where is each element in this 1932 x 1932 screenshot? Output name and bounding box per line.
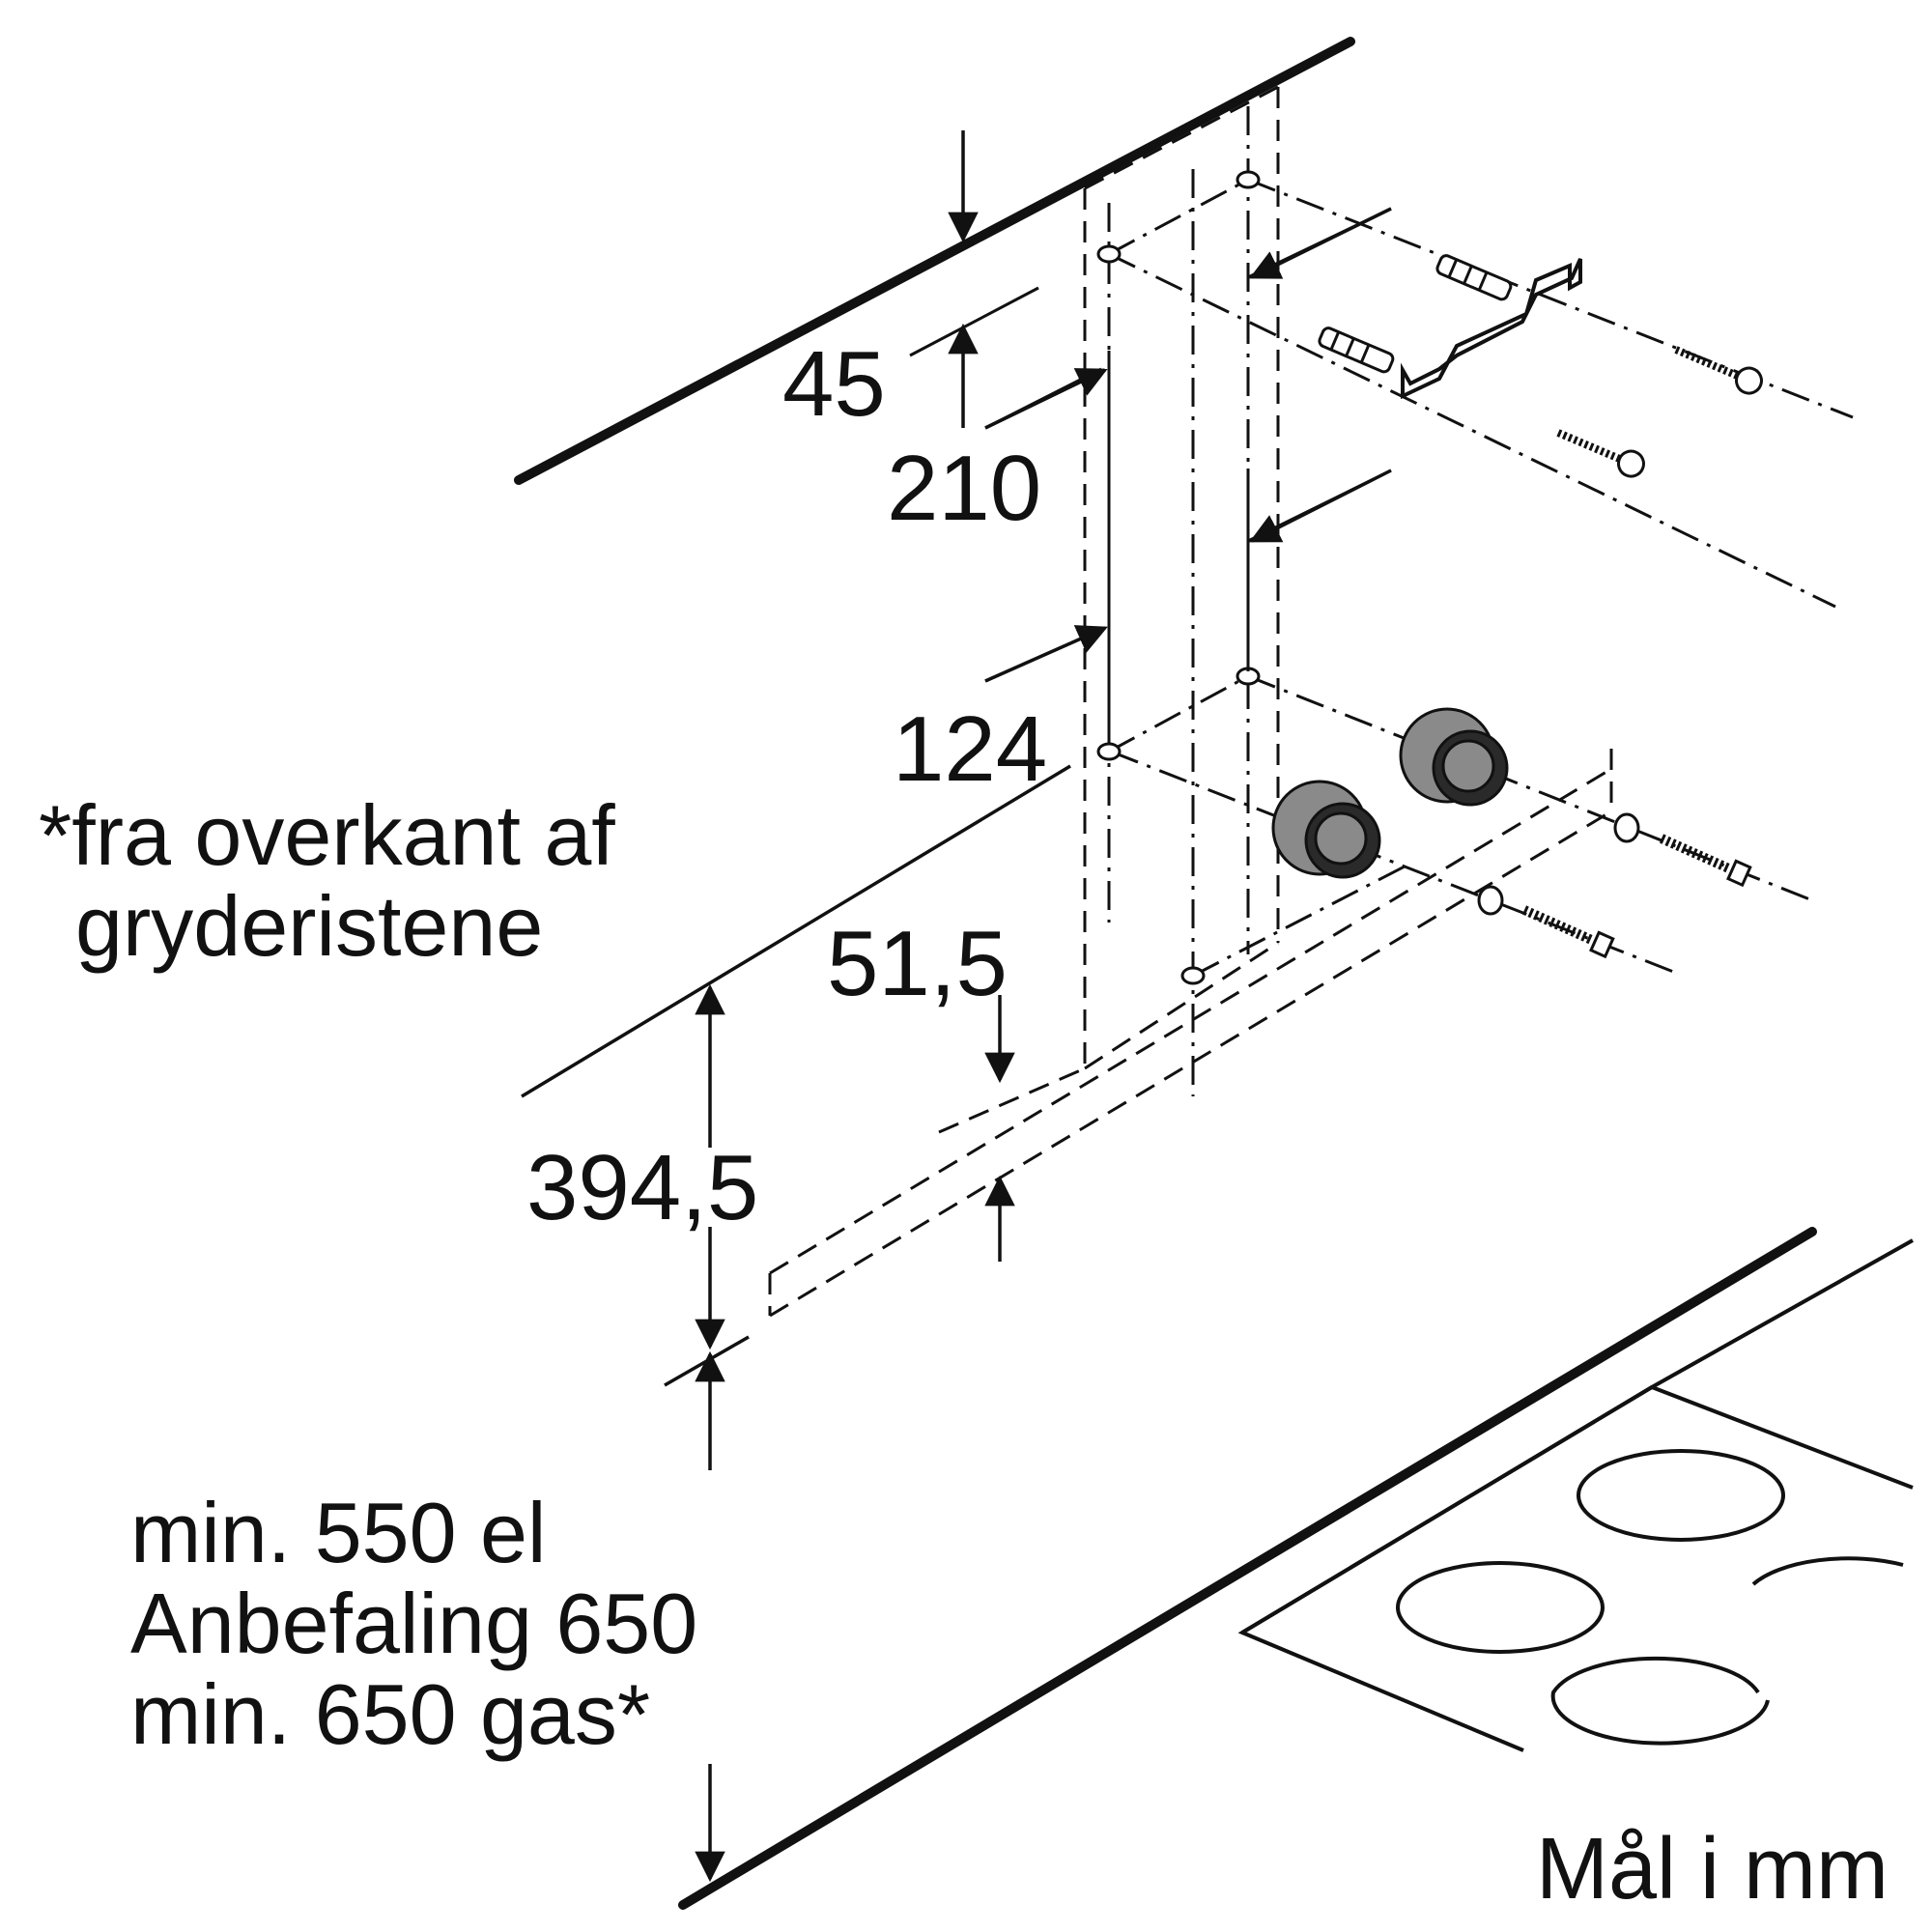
hob-burner-icon — [1577, 1449, 1785, 1542]
note-grate-line-1: *fra overkant af — [39, 787, 615, 883]
lower-fixings — [1271, 707, 1752, 959]
dimension-label-210: 210 — [887, 437, 1042, 540]
hob-edge-line — [678, 1227, 1817, 1910]
drill-hole-icon — [1236, 170, 1261, 189]
arrow-right-mid — [1249, 469, 1392, 543]
dimension-label-394-5: 394,5 — [526, 1136, 759, 1239]
arrow-right-top — [1249, 207, 1392, 279]
dimension-label-124: 124 — [893, 697, 1048, 801]
hob — [1237, 1238, 1914, 1752]
wall-anchor-icon — [1271, 780, 1381, 879]
hob-burner-icon — [1751, 1556, 1904, 1586]
note-recommendation: Anbefaling 650 — [130, 1576, 698, 1672]
hob-burner-icon — [1550, 1656, 1770, 1746]
arrow-210-top — [984, 368, 1108, 430]
wall-plug-icon — [1318, 327, 1395, 374]
mounting-bracket-icon — [1401, 258, 1582, 400]
washer-icon — [1613, 812, 1640, 843]
hob-burner-icon — [1396, 1561, 1605, 1654]
centre-lines — [1107, 106, 1854, 1096]
ceiling-line — [514, 37, 1355, 485]
note-min-el: min. 550 el — [130, 1485, 547, 1580]
note-grate-reference: *fra overkant af gryderistene — [39, 787, 615, 975]
hood-front-edge-line — [521, 764, 1071, 1098]
note-min-gas: min. 650 gas* — [130, 1666, 651, 1763]
wall-anchor-icon — [1399, 707, 1509, 807]
dimension-label-45: 45 — [782, 332, 886, 436]
arrow-124 — [984, 625, 1108, 683]
note-minimum-height: min. 550 el Anbefaling 650 min. 650 gas* — [130, 1485, 698, 1763]
wood-screw-icon — [1556, 429, 1645, 478]
units-label: Mål i mm — [1536, 1821, 1889, 1918]
drill-hole-icon — [1096, 244, 1122, 264]
hood-bottom-reference-line — [664, 1335, 750, 1387]
upper-fixings — [1318, 254, 1763, 478]
wood-screw-icon — [1674, 346, 1763, 395]
dimension-arrows — [695, 130, 1392, 1883]
drill-hole-icon — [1096, 742, 1122, 761]
drill-hole-icon — [1180, 966, 1206, 985]
note-grate-line-2: gryderistene — [75, 878, 544, 975]
drill-holes — [1096, 170, 1261, 985]
wall-plug-icon — [1435, 254, 1513, 301]
dimension-label-51-5: 51,5 — [827, 912, 1008, 1015]
washer-icon — [1477, 885, 1504, 916]
